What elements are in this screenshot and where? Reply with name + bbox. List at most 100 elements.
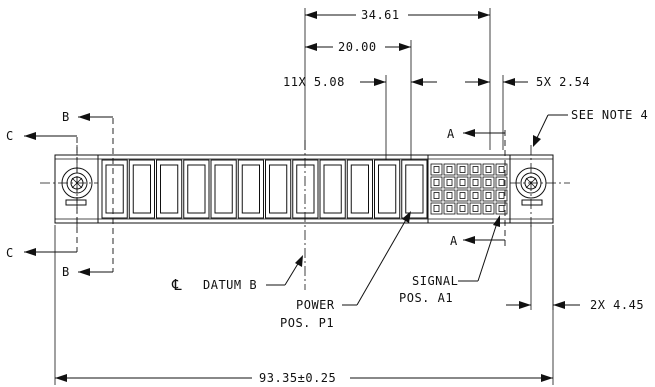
- power-contact-array: [101, 159, 428, 219]
- power-label: POWER: [296, 298, 335, 312]
- signal-contact-cell: [469, 176, 482, 189]
- section-c-line: C C: [6, 129, 78, 260]
- datum-label: DATUM B: [203, 278, 257, 292]
- power-callout: POWER POS. P1: [280, 211, 411, 330]
- power-contact-cell: [401, 159, 428, 219]
- signal-contact: [446, 205, 453, 212]
- power-position-label: POS. P1: [280, 316, 334, 330]
- section-b-bottom-label: B: [62, 265, 70, 279]
- signal-position-label: POS. A1: [399, 291, 453, 305]
- signal-contact: [446, 166, 453, 173]
- section-a-top-label: A: [447, 127, 455, 141]
- section-b-top-label: B: [62, 110, 70, 124]
- signal-contact: [459, 166, 466, 173]
- power-contact: [214, 164, 233, 214]
- dimension-34-61: 34.61: [304, 8, 491, 150]
- power-contact-cell: [183, 159, 210, 219]
- power-contact-cell: [210, 159, 237, 219]
- signal-contact-cell: [469, 189, 482, 202]
- signal-contact-cell: [430, 163, 443, 176]
- signal-contact-cell: [482, 163, 495, 176]
- signal-contact-cell: [456, 189, 469, 202]
- signal-contact: [472, 205, 479, 212]
- dim-mount-offset: 2X 4.45: [590, 298, 644, 312]
- section-c-top-label: C: [6, 129, 14, 143]
- signal-contact: [433, 205, 440, 212]
- power-contact: [323, 164, 342, 214]
- signal-contact-cell: [443, 176, 456, 189]
- see-note-callout: SEE NOTE 4: [533, 108, 648, 147]
- signal-contact-grid: [430, 163, 508, 215]
- signal-contact: [433, 192, 440, 199]
- dimension-20-00: 20.00: [305, 40, 412, 160]
- dimension-2x-4-45: 2X 4.45: [506, 225, 644, 312]
- power-contact: [269, 164, 288, 214]
- signal-callout: SIGNAL POS. A1: [399, 215, 500, 305]
- signal-contact: [498, 179, 505, 186]
- dimension-5x-2-54: 5X 2.54: [465, 75, 590, 150]
- power-contact-cell: [237, 159, 264, 219]
- signal-contact: [485, 192, 492, 199]
- dim-overall-length: 93.35±0.25: [259, 371, 336, 385]
- connector-body: [54, 154, 554, 224]
- signal-contact: [498, 166, 505, 173]
- power-contact: [241, 164, 260, 214]
- signal-contact: [472, 179, 479, 186]
- power-contact: [105, 164, 124, 214]
- signal-contact-cell: [495, 189, 508, 202]
- dim-overall-pitch: 34.61: [361, 8, 400, 22]
- power-contact: [350, 164, 369, 214]
- signal-contact-cell: [430, 202, 443, 215]
- power-contact-cell: [374, 159, 401, 219]
- signal-contact: [485, 205, 492, 212]
- dim-power-block: 20.00: [338, 40, 377, 54]
- signal-contact: [433, 166, 440, 173]
- signal-contact: [498, 205, 505, 212]
- signal-contact-cell: [443, 163, 456, 176]
- signal-contact-cell: [430, 176, 443, 189]
- power-contact: [160, 164, 179, 214]
- signal-contact: [472, 192, 479, 199]
- section-b-line: B B: [62, 110, 114, 279]
- signal-contact: [459, 179, 466, 186]
- signal-contact-cell: [482, 202, 495, 215]
- power-contact: [132, 164, 151, 214]
- signal-contact-cell: [443, 202, 456, 215]
- power-contact-cell: [265, 159, 292, 219]
- signal-contact-cell: [430, 189, 443, 202]
- signal-contact-cell: [456, 202, 469, 215]
- power-contact: [405, 164, 424, 214]
- dimension-93-35: 93.35±0.25: [54, 225, 554, 385]
- signal-contact-cell: [495, 163, 508, 176]
- signal-contact: [485, 166, 492, 173]
- see-note-label: SEE NOTE 4: [571, 108, 648, 122]
- signal-contact-cell: [456, 176, 469, 189]
- signal-contact-cell: [443, 189, 456, 202]
- power-contact-cell: [156, 159, 183, 219]
- power-contact-cell: [101, 159, 128, 219]
- signal-contact-cell: [469, 202, 482, 215]
- signal-contact-cell: [495, 176, 508, 189]
- signal-contact: [459, 192, 466, 199]
- section-c-bottom-label: C: [6, 246, 14, 260]
- signal-contact-cell: [482, 189, 495, 202]
- power-contact-cell: [319, 159, 346, 219]
- dim-signal-pitch: 5X 2.54: [536, 75, 590, 89]
- signal-contact-cell: [469, 163, 482, 176]
- signal-contact: [498, 192, 505, 199]
- dimension-11x-5-08: 11X 5.08: [283, 75, 437, 160]
- power-contact: [187, 164, 206, 214]
- section-a-line: A A: [447, 127, 506, 248]
- signal-contact: [446, 179, 453, 186]
- signal-contact-cell: [495, 202, 508, 215]
- dim-power-pitch: 11X 5.08: [283, 75, 345, 89]
- signal-contact: [446, 192, 453, 199]
- power-contact-cell: [346, 159, 373, 219]
- datum-centerline-symbol: ℄: [171, 276, 182, 294]
- signal-label: SIGNAL: [412, 274, 458, 288]
- signal-contact: [459, 205, 466, 212]
- signal-contact-cell: [482, 176, 495, 189]
- power-contact: [378, 164, 397, 214]
- section-a-bottom-label: A: [450, 234, 458, 248]
